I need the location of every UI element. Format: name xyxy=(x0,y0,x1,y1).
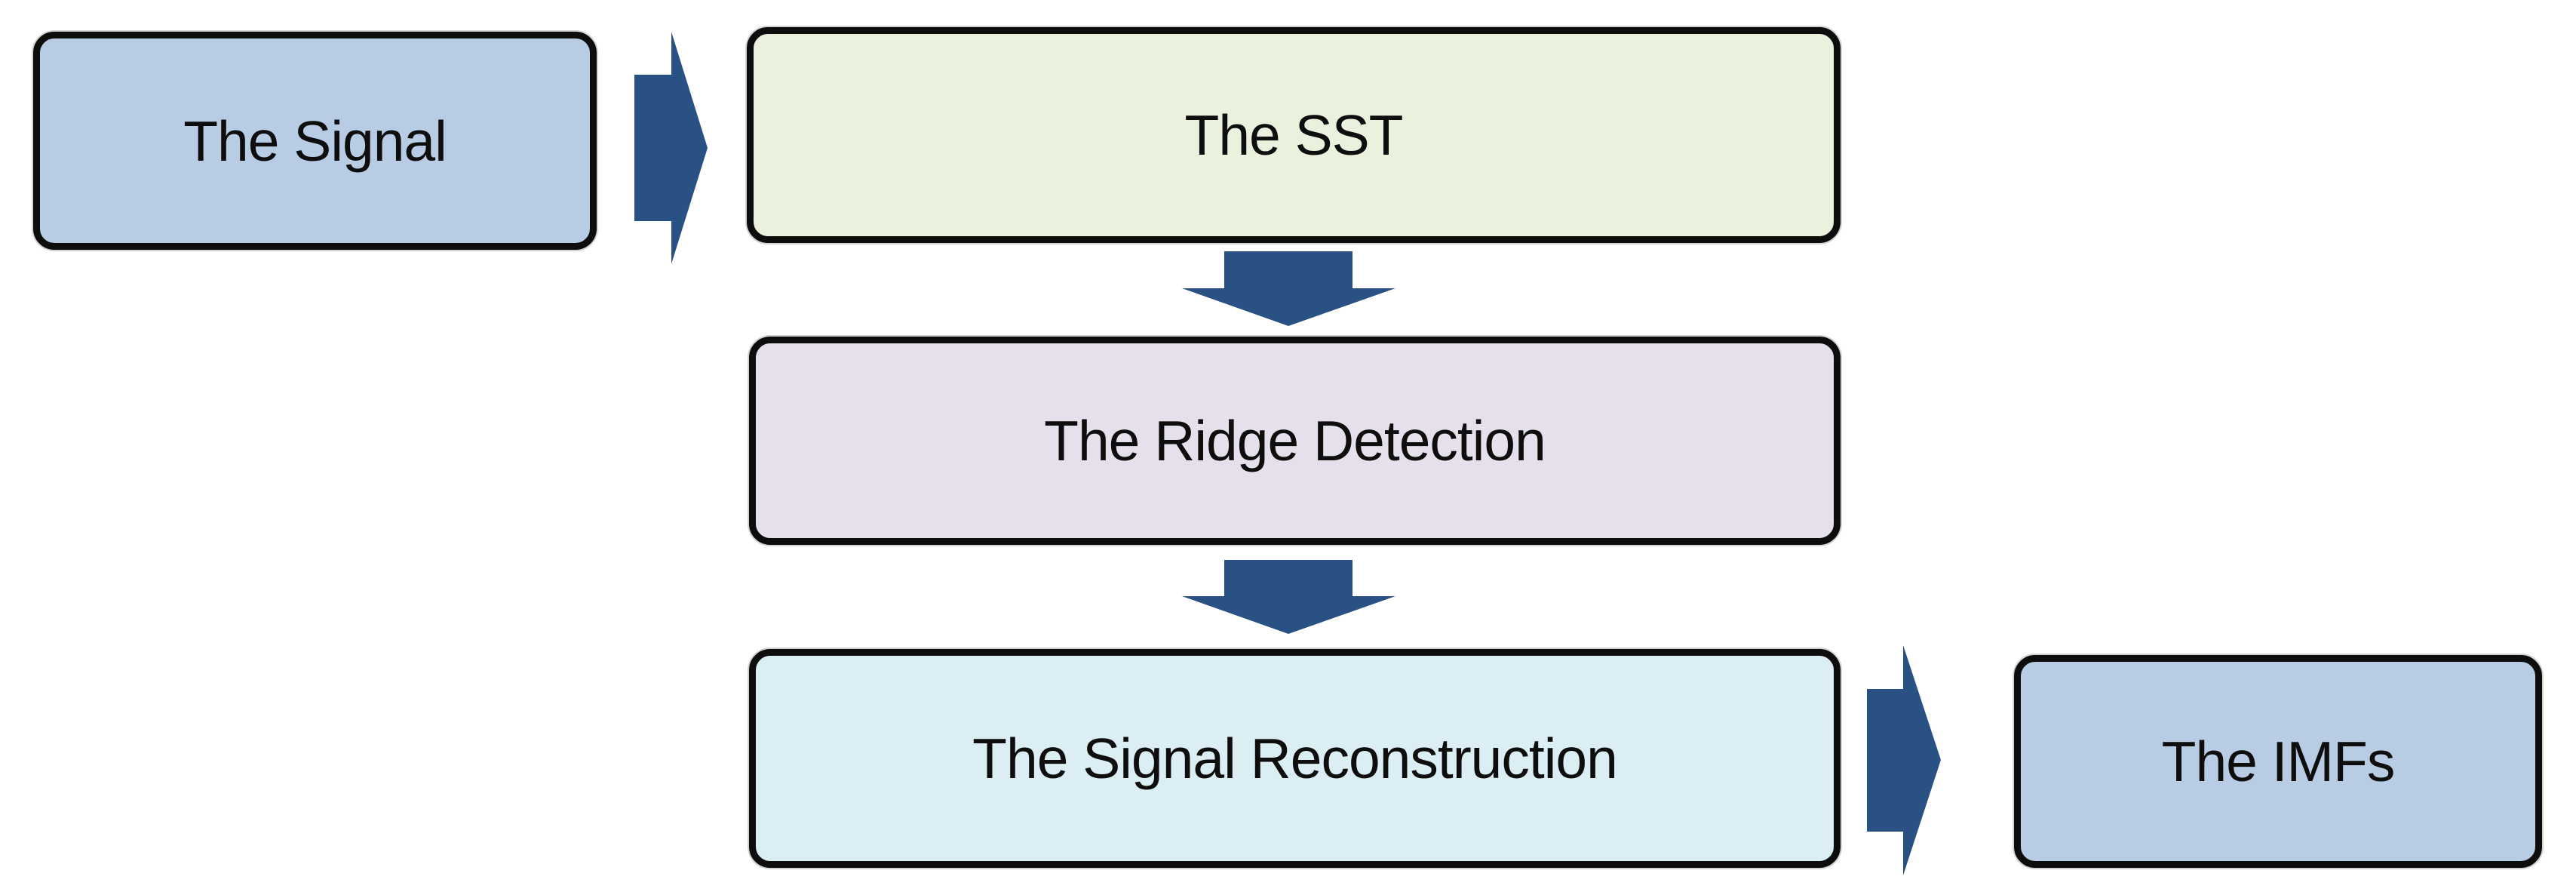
node-the-signal: The Signal xyxy=(33,32,597,250)
arrow-down-ridge-to-reconstruction-icon xyxy=(1182,560,1395,634)
arrow-right-shape xyxy=(634,32,708,264)
node-the-signal-reconstruction-label: The Signal Reconstruction xyxy=(972,727,1618,790)
node-the-signal-label: The Signal xyxy=(183,109,447,173)
node-the-signal-reconstruction: The Signal Reconstruction xyxy=(749,649,1841,868)
arrow-right-reconstruction-to-imfs-icon xyxy=(1867,645,1941,875)
arrow-down-sst-to-ridge-icon xyxy=(1182,251,1395,326)
arrow-right-shape xyxy=(1867,645,1941,875)
arrow-down-shape xyxy=(1182,560,1395,634)
node-the-sst-label: The SST xyxy=(1184,103,1404,167)
node-the-imfs: The IMFs xyxy=(2014,655,2542,868)
arrow-down-shape xyxy=(1182,251,1395,326)
node-the-ridge-detection: The Ridge Detection xyxy=(749,337,1841,545)
node-the-imfs-label: The IMFs xyxy=(2161,730,2396,793)
arrow-right-signal-to-sst-icon xyxy=(634,32,708,264)
node-the-ridge-detection-label: The Ridge Detection xyxy=(1044,409,1546,472)
node-the-sst: The SST xyxy=(747,27,1841,243)
